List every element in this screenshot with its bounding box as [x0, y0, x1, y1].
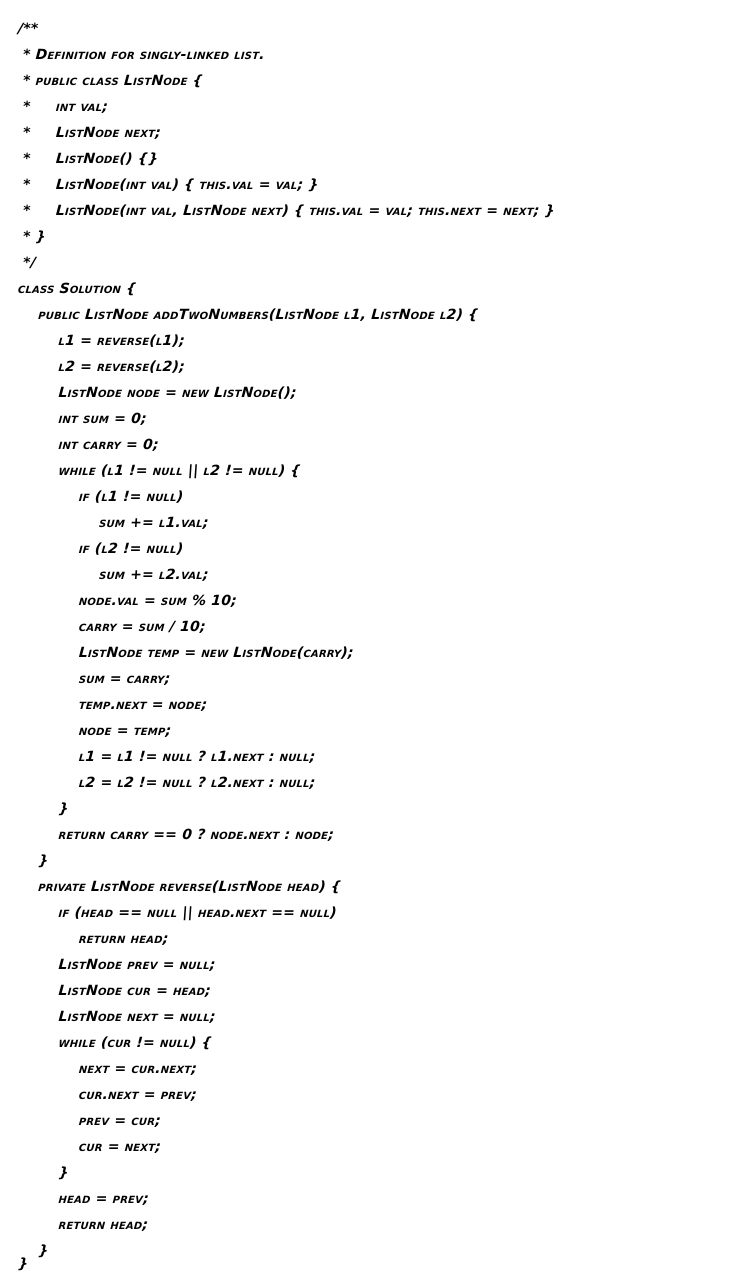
code-line: * ListNode(int val, ListNode next) { thi… [17, 203, 556, 219]
code-line: * int val; [17, 99, 109, 115]
code-line: ListNode next = null; [17, 1009, 217, 1025]
code-line: return carry == 0 ? node.next : node; [17, 827, 335, 843]
code-line: */ [17, 255, 37, 271]
code-line: * ListNode next; [17, 125, 162, 141]
code-line: sum += l2.val; [17, 567, 210, 583]
code-line: * ListNode(int val) { this.val = val; } [17, 177, 320, 193]
code-line: node = temp; [17, 723, 172, 739]
code-line: while (cur != null) { [17, 1035, 213, 1051]
code-line: } [17, 801, 70, 817]
code-line: cur.next = prev; [17, 1087, 198, 1103]
code-line: while (l1 != null || l2 != null) { [17, 463, 302, 479]
code-line: * public class ListNode { [17, 73, 204, 89]
code-line: * ListNode() {} [17, 151, 159, 167]
code-line: * Definition for singly-linked list. [17, 47, 266, 63]
code-line: l2 = reverse(l2); [17, 359, 186, 375]
code-line: int sum = 0; [17, 411, 148, 427]
code-line: if (l2 != null) [17, 541, 184, 557]
code-line: node.val = sum % 10; [17, 593, 238, 609]
code-line: * } [17, 229, 47, 245]
code-line: l1 = reverse(l1); [17, 333, 186, 349]
code-line: temp.next = node; [17, 697, 208, 713]
code-line: class Solution { [17, 281, 137, 297]
code-line: public ListNode addTwoNumbers(ListNode l… [17, 307, 479, 323]
code-line: ListNode temp = new ListNode(carry); [17, 645, 355, 661]
code-line: head = prev; [17, 1191, 150, 1207]
code-line: l1 = l1 != null ? l1.next : null; [17, 749, 317, 765]
code-line: cur = next; [17, 1139, 162, 1155]
code-line: if (l1 != null) [17, 489, 184, 505]
code-line: carry = sum / 10; [17, 619, 207, 635]
code-line: } [17, 1165, 70, 1181]
code-line: ListNode prev = null; [17, 957, 217, 973]
code-line: return head; [17, 1217, 149, 1233]
code-line: if (head == null || head.next == null) [17, 905, 338, 921]
code-line: prev = cur; [17, 1113, 162, 1129]
code-line: int carry = 0; [17, 437, 160, 453]
code-line: next = cur.next; [17, 1061, 198, 1077]
code-line: l2 = l2 != null ? l2.next : null; [17, 775, 317, 791]
code-line: private ListNode reverse(ListNode head) … [17, 879, 342, 895]
code-line: } [17, 1256, 29, 1272]
code-line: sum = carry; [17, 671, 172, 687]
code-line: ListNode cur = head; [17, 983, 212, 999]
code-line: ListNode node = new ListNode(); [17, 385, 298, 401]
code-line: sum += l1.val; [17, 515, 210, 531]
code-line: return head; [17, 931, 170, 947]
code-line: } [17, 853, 50, 869]
code-line: /** [17, 21, 39, 37]
